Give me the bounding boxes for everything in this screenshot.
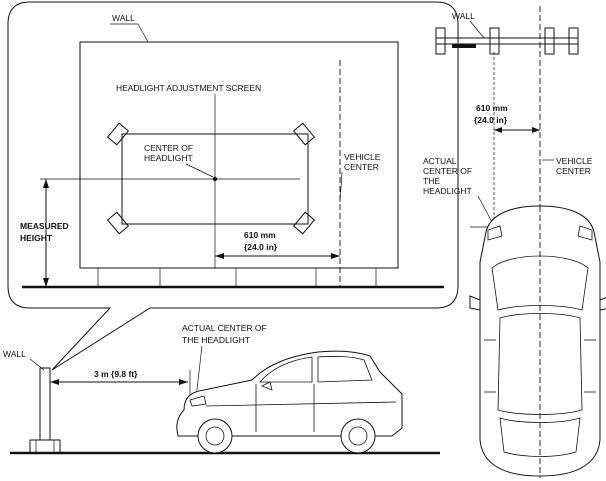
inset-wall: WALL (22, 13, 444, 289)
measured-height-label-2: HEIGHT (20, 233, 53, 243)
center-of-headlight-label-1: CENTER OF (144, 143, 193, 153)
inset-bubble (7, 1, 459, 371)
vehicle-center-label-2: CENTER (344, 162, 379, 172)
actual-center-label-3: THE (423, 176, 440, 186)
dim-610-in-label: {24.0 in} (244, 242, 278, 252)
center-of-headlight-label-2: HEADLIGHT (144, 153, 193, 163)
actual-center-label-2: CENTER OF (423, 166, 472, 176)
car-side-view (176, 350, 403, 454)
wall-rectangle (79, 41, 399, 269)
measured-height-label-1: MEASURED (20, 221, 69, 231)
top-610-in-label: {24.0 in} (474, 115, 508, 125)
wall-label: WALL (112, 13, 135, 23)
actual-center-label-1: ACTUAL (423, 156, 457, 166)
side-wall-stand: WALL (3, 349, 61, 453)
car-top-view (469, 205, 606, 477)
side-view: WALL 3 m {9.8 ft} ACTUAL CENTER OF THE H… (3, 323, 440, 455)
top-610-mm-label: 610 mm (476, 103, 508, 113)
side-actual-center-label-2: THE HEADLIGHT (182, 335, 250, 345)
top-wall-label: WALL (452, 11, 475, 21)
bubble-outline (7, 1, 459, 371)
inset-vehicle-center: VEHICLE CENTER (339, 60, 381, 287)
top-view: WALL 610 mm {24.0 in} ACTUAL CENTER OF T… (423, 6, 606, 478)
side-wall-label: WALL (3, 349, 26, 359)
inset-dimension-610: 610 mm {24.0 in} (215, 230, 340, 259)
vehicle-center-label-1: VEHICLE (344, 152, 381, 162)
adjustment-screen: HEADLIGHT ADJUSTMENT SCREEN CENTER OF HE… (40, 83, 316, 268)
distance-dimension: 3 m {9.8 ft} (50, 369, 191, 402)
screen-label: HEADLIGHT ADJUSTMENT SCREEN (116, 83, 261, 93)
dim-610-mm-label: 610 mm (244, 230, 276, 240)
top-vehicle-center-label-1: VEHICLE (556, 156, 593, 166)
headlight-center-dot (212, 176, 218, 182)
actual-center-label-4: HEADLIGHT (423, 186, 472, 196)
measured-height: MEASURED HEIGHT (20, 179, 69, 287)
distance-label: 3 m {9.8 ft} (94, 369, 138, 379)
side-actual-center-label-1: ACTUAL CENTER OF (182, 323, 267, 333)
top-vehicle-center-label-2: CENTER (556, 166, 591, 176)
